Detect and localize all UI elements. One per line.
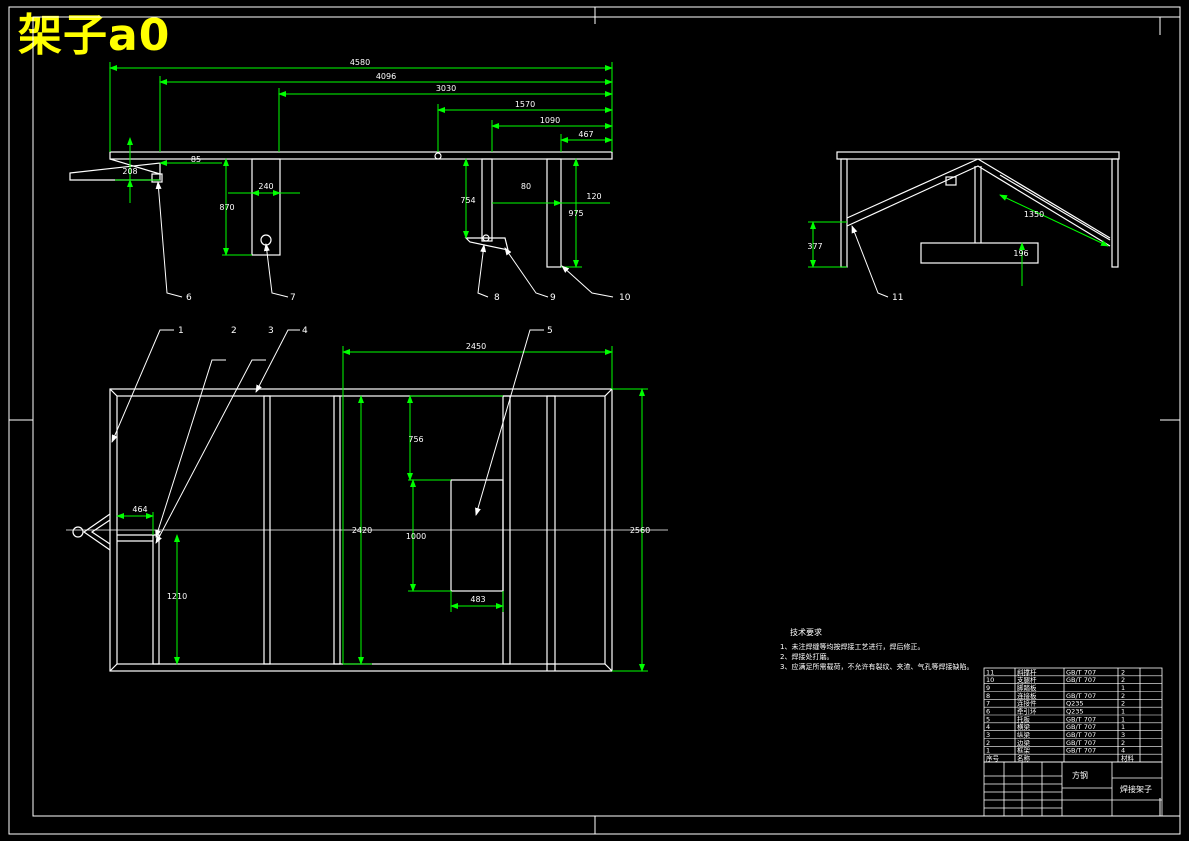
part-standard: GB/T 707 xyxy=(1066,747,1096,755)
part-qty: 1 xyxy=(1121,684,1125,692)
part-no: 4 xyxy=(986,723,990,731)
part-standard: GB/T 707 xyxy=(1066,668,1096,676)
dim-120: 120 xyxy=(586,192,601,201)
top-view: 2450 756 2420 1000 483 2560 464 1210 1 2… xyxy=(66,326,668,672)
dim-208: 208 xyxy=(122,167,137,176)
part-qty: 2 xyxy=(1121,700,1125,708)
part-no: 6 xyxy=(986,708,990,716)
dim-2560: 2560 xyxy=(630,526,650,535)
part-qty: 2 xyxy=(1121,668,1125,676)
material-cell: 方钢 xyxy=(1072,770,1088,780)
header-no: 序号 xyxy=(986,754,1000,763)
dim-80: 80 xyxy=(521,182,531,191)
part-name: 连接板 xyxy=(1017,691,1037,700)
note-1: 1、未注焊缝等均按焊接工艺进行，焊后修正。 xyxy=(780,642,924,651)
ref-3: 3 xyxy=(268,326,274,336)
part-qty: 2 xyxy=(1121,676,1125,684)
ref-10: 10 xyxy=(619,293,631,303)
part-no: 7 xyxy=(986,700,990,708)
ref-5: 5 xyxy=(547,326,553,336)
part-no: 3 xyxy=(986,731,990,739)
part-name: 连接件 xyxy=(1017,699,1037,708)
note-2: 2、焊接处打磨。 xyxy=(780,652,833,661)
ref-7: 7 xyxy=(290,293,296,303)
dim-483: 483 xyxy=(470,595,485,604)
part-standard: GB/T 707 xyxy=(1066,731,1096,739)
dim-3030: 3030 xyxy=(436,84,456,93)
part-standard: GB/T 707 xyxy=(1066,739,1096,747)
part-name: 横梁 xyxy=(1017,722,1031,731)
part-qty: 1 xyxy=(1121,708,1125,716)
dim-464: 464 xyxy=(132,505,147,514)
part-standard: Q235 xyxy=(1066,708,1084,716)
part-name: 脚踏板 xyxy=(1017,683,1037,692)
part-standard: GB/T 707 xyxy=(1066,692,1096,700)
dim-2450: 2450 xyxy=(466,342,486,351)
side-view: 4580 4096 3030 1570 1090 467 85 208 240 … xyxy=(69,58,631,303)
drawing-title: 架子a0 xyxy=(18,10,171,61)
dim-870: 870 xyxy=(219,203,234,212)
dim-4096: 4096 xyxy=(376,72,396,81)
header-name: 名称 xyxy=(1017,754,1031,763)
part-no: 11 xyxy=(986,668,994,676)
part-name: 纵梁 xyxy=(1017,730,1031,739)
dim-1350: 1350 xyxy=(1024,210,1044,219)
part-standard: GB/T 707 xyxy=(1066,723,1096,731)
part-standard: GB/T 707 xyxy=(1066,676,1096,684)
part-no: 10 xyxy=(986,676,994,684)
dim-975: 975 xyxy=(568,209,583,218)
ref-1: 1 xyxy=(178,326,184,336)
ref-2: 2 xyxy=(231,326,237,336)
dim-377: 377 xyxy=(807,242,822,251)
ref-9: 9 xyxy=(550,293,556,303)
dim-1570: 1570 xyxy=(515,100,535,109)
part-name: 边梁 xyxy=(1017,738,1031,747)
ref-4: 4 xyxy=(302,326,308,336)
dim-2420: 2420 xyxy=(352,526,372,535)
part-no: 1 xyxy=(986,747,990,755)
part-qty: 3 xyxy=(1121,731,1125,739)
part-no: 5 xyxy=(986,715,990,723)
part-name: 牵引环 xyxy=(1017,707,1037,716)
ref-8: 8 xyxy=(494,293,500,303)
dim-4580: 4580 xyxy=(350,58,370,67)
dim-85: 85 xyxy=(191,155,201,164)
sheet-border xyxy=(8,6,1181,835)
part-name: 斜撑杆 xyxy=(1017,667,1037,676)
part-name: 托板 xyxy=(1017,714,1031,723)
dim-1090: 1090 xyxy=(540,116,560,125)
dim-756: 756 xyxy=(408,435,423,444)
dim-240: 240 xyxy=(258,182,273,191)
part-qty: 1 xyxy=(1121,723,1125,731)
header-material: 材料 xyxy=(1121,754,1135,763)
ref-6: 6 xyxy=(186,293,192,303)
part-no: 9 xyxy=(986,684,990,692)
note-3: 3、应满足所需载荷，不允许有裂纹、夹渣、气孔等焊接缺陷。 xyxy=(780,662,973,671)
title-block: 方钢 焊接架子 xyxy=(983,761,1163,817)
dim-467: 467 xyxy=(578,130,593,139)
part-name: 框架 xyxy=(1017,746,1031,755)
dim-196: 196 xyxy=(1013,249,1028,258)
dim-1000: 1000 xyxy=(406,532,426,541)
part-standard: GB/T 707 xyxy=(1066,715,1096,723)
dim-754: 754 xyxy=(460,196,475,205)
technical-notes: 技术要求 1、未注焊缝等均按焊接工艺进行，焊后修正。 2、焊接处打磨。 3、应满… xyxy=(780,627,973,671)
drawing-name-cell: 焊接架子 xyxy=(1120,784,1152,794)
part-qty: 1 xyxy=(1121,715,1125,723)
part-no: 8 xyxy=(986,692,990,700)
end-view: 1350 377 196 11 xyxy=(807,151,1120,303)
notes-heading: 技术要求 xyxy=(790,627,822,637)
part-standard: Q235 xyxy=(1066,700,1084,708)
part-name: 支腿杆 xyxy=(1017,675,1037,684)
part-qty: 2 xyxy=(1121,692,1125,700)
part-qty: 2 xyxy=(1121,739,1125,747)
ref-11: 11 xyxy=(892,293,903,303)
part-no: 2 xyxy=(986,739,990,747)
part-qty: 4 xyxy=(1121,747,1125,755)
dim-1210: 1210 xyxy=(167,592,187,601)
